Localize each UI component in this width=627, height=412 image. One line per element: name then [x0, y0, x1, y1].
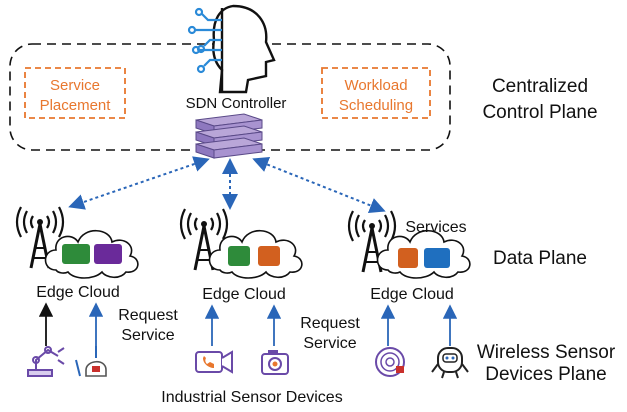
control-plane-label-line2: Control Plane: [482, 102, 597, 123]
edge-cloud-1-label: Edge Cloud: [36, 284, 120, 301]
ai-head-icon: [187, 4, 276, 94]
cloud-icon: [44, 229, 139, 279]
data-plane-label: Data Plane: [493, 248, 587, 269]
edge-cloud-3: [347, 209, 471, 279]
service-block-green: [62, 244, 90, 264]
device-plane-label-line1: Wireless Sensor: [477, 342, 616, 363]
workload-scheduling-box: [321, 67, 431, 119]
server-stack-icon: [195, 113, 263, 159]
service-placement-line1: Service: [50, 77, 100, 94]
services-label: Services: [405, 219, 466, 236]
robot-icon: [431, 347, 469, 379]
request-service-2-line1: Request: [300, 315, 360, 332]
service-block-purple: [94, 244, 122, 264]
service-block-green: [228, 246, 250, 266]
request-service-1-line2: Service: [121, 327, 174, 344]
industrial-devices-label: Industrial Sensor Devices: [161, 389, 342, 406]
edge-cloud-2: [179, 207, 303, 279]
device-plane-label-line2: Devices Plane: [485, 364, 606, 385]
service-placement-box: [24, 67, 126, 119]
sdn-controller-label: SDN Controller: [186, 95, 287, 112]
camera-phone-icon: [195, 350, 233, 374]
robot-arm-icon: [27, 346, 65, 377]
workload-scheduling-line2: Scheduling: [339, 97, 413, 114]
service-block-orange: [258, 246, 280, 266]
edge-cloud-3-label: Edge Cloud: [370, 286, 454, 303]
service-placement-line2: Placement: [40, 97, 112, 114]
wearable-icon: [375, 347, 405, 377]
link-controller-edge1: [68, 156, 210, 210]
vacuum-icon: [75, 346, 107, 377]
link-controller-edge3: [252, 156, 386, 214]
service-block-orange: [398, 248, 418, 268]
control-plane-label-line1: Centralized: [492, 76, 588, 97]
request-service-2-line2: Service: [303, 335, 356, 352]
edge-cloud-2-label: Edge Cloud: [202, 286, 286, 303]
workload-scheduling-line1: Workload: [344, 77, 407, 94]
request-service-1-line1: Request: [118, 307, 178, 324]
edge-cloud-1: [15, 205, 139, 279]
service-block-blue: [424, 248, 450, 268]
camera-icon: [261, 350, 289, 375]
